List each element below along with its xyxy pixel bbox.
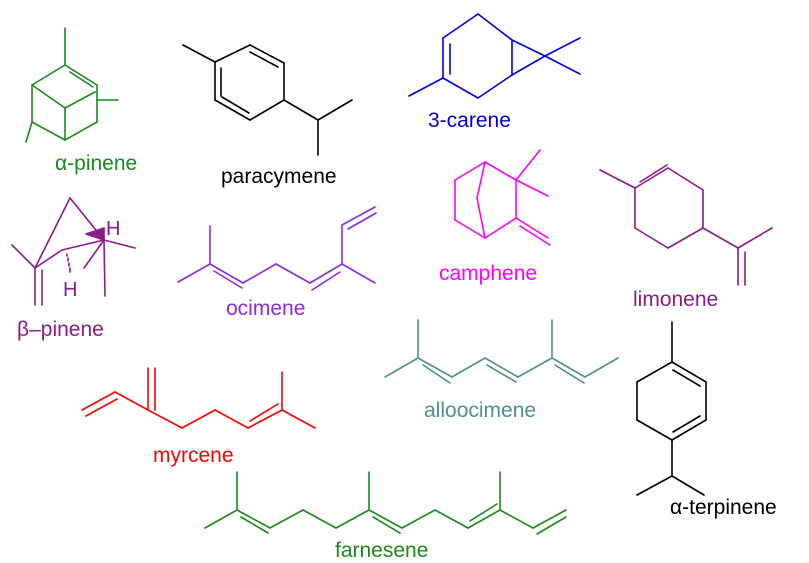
alloocimene-structure (384, 319, 619, 384)
beta-pinene-h-lower: H (63, 279, 77, 301)
ocimene-label: ocimene (226, 297, 305, 320)
farnesene-structure (204, 471, 567, 535)
carene-label: 3-carene (428, 109, 511, 132)
paracymene-structure (182, 44, 353, 156)
alloocimene-label: alloocimene (424, 399, 536, 422)
limonene-label: limonene (633, 288, 718, 311)
myrcene-label: myrcene (153, 444, 234, 467)
alpha-pinene-label: α-pinene (55, 152, 137, 175)
paracymene-label: paracymene (221, 165, 337, 188)
beta-pinene-h-upper: H (106, 218, 120, 240)
limonene-structure (599, 164, 773, 286)
beta-pinene-structure (11, 197, 136, 306)
camphene-structure (454, 149, 551, 246)
myrcene-structure (81, 367, 316, 429)
alpha-pinene-structure (25, 27, 119, 143)
ocimene-structure (177, 206, 377, 291)
carene-structure (408, 13, 581, 99)
camphene-label: camphene (439, 262, 537, 285)
farnesene-label: farnesene (335, 539, 428, 562)
alpha-terpinene-structure (636, 321, 707, 496)
alpha-terpinene-label: α-terpinene (670, 496, 777, 519)
beta-pinene-label: β–pinene (17, 318, 104, 341)
